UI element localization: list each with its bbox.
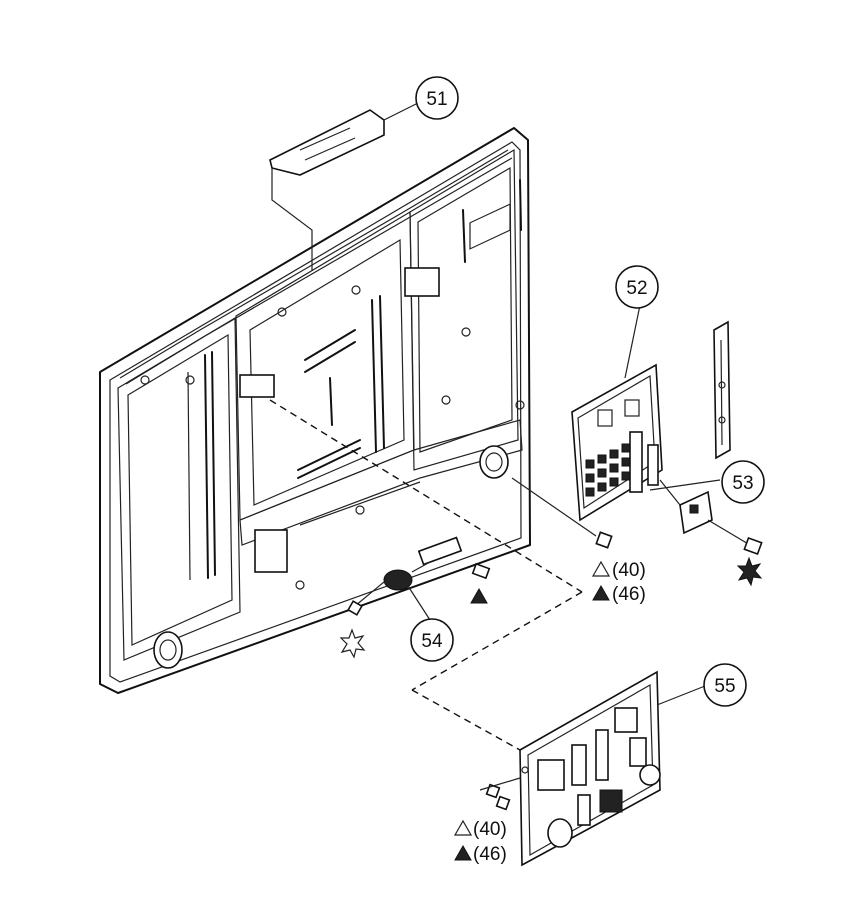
callout-53-label: 53	[732, 473, 753, 494]
screw-52	[511, 477, 613, 549]
callout-51: 51	[415, 76, 459, 120]
triangle-outline-bottom-icon	[453, 819, 473, 836]
triangle-filled-bottom-icon	[454, 844, 472, 861]
leader-line-55-bottom	[411, 591, 583, 691]
part-53-small-board	[649, 479, 751, 546]
heatsink-grid	[585, 443, 631, 497]
starburst-filled-icon	[736, 556, 763, 587]
screw-note-bottom-open: (40)	[473, 819, 507, 840]
part-54-component	[347, 536, 491, 621]
chassis-frame	[99, 127, 531, 694]
screw-note-right-open: (40)	[612, 560, 646, 581]
callout-54-label: 54	[421, 631, 443, 652]
triangle-filled-54-icon	[470, 587, 488, 604]
callout-52-label: 52	[626, 278, 647, 299]
part-52-board	[571, 304, 663, 522]
screws-55	[479, 777, 521, 811]
callout-52: 52	[615, 265, 659, 309]
leader-line-55-board	[411, 689, 521, 751]
starburst-outline-icon	[339, 628, 366, 659]
callout-55-label: 55	[714, 676, 735, 697]
screw-53	[736, 536, 763, 587]
side-bracket	[713, 320, 731, 460]
callout-55: 55	[703, 663, 747, 707]
screw-note-right-filled: (46)	[612, 584, 646, 605]
screw-note-right: (40) (46)	[591, 560, 646, 605]
leader-line-55-top	[269, 399, 583, 593]
part-51-bracket	[269, 101, 421, 270]
screw-note-bottom: (40) (46)	[453, 819, 507, 865]
part-55-board	[519, 670, 706, 867]
triangle-filled-icon	[592, 584, 610, 601]
screw-note-bottom-filled: (46)	[473, 844, 507, 865]
callout-51-label: 51	[426, 89, 447, 110]
triangle-outline-icon	[591, 560, 611, 577]
callout-53: 53	[721, 460, 765, 504]
callout-54: 54	[410, 618, 454, 662]
